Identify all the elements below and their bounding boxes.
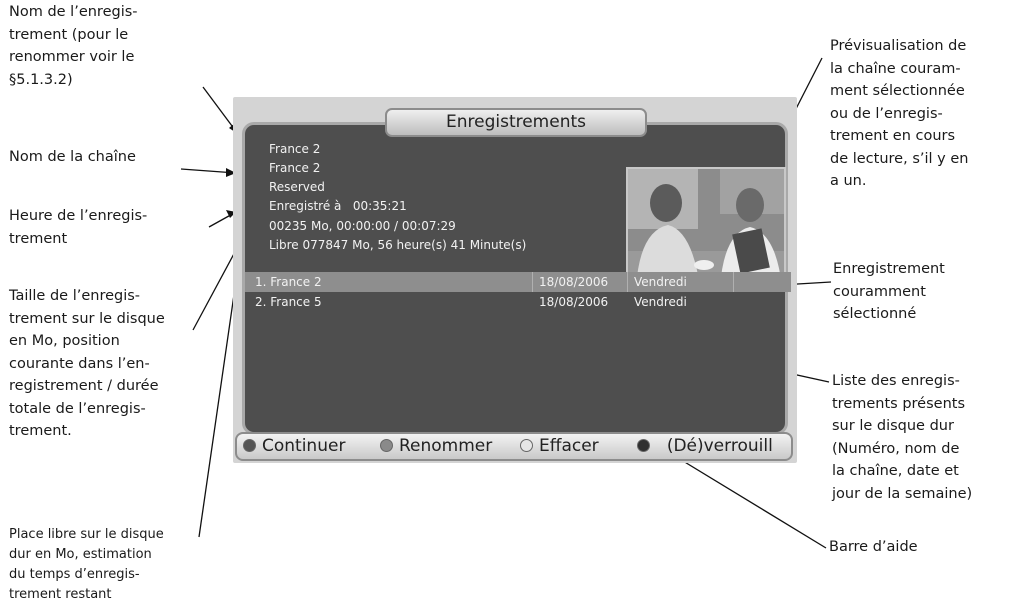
- help-lock-button[interactable]: (Dé)verrouill: [637, 434, 773, 459]
- annotation-list: Liste des enregis- trements présents sur…: [832, 373, 973, 502]
- info-free-space: Libre 077847 Mo, 56 heure(s) 41 Minute(s…: [269, 238, 527, 252]
- info-size-position: 00235 Mo, 00:00:00 / 00:07:29: [269, 219, 456, 233]
- tv-screen: France 2 France 2 Reserved Enregistré à …: [233, 97, 797, 463]
- annotation-preview: Prévisualisation de la chaîne couram- me…: [830, 38, 969, 189]
- leader-free-space: [198, 259, 240, 538]
- help-bar: Continuer Renommer Effacer (Dé)verrouill: [235, 432, 793, 461]
- recording-day: Vendredi: [634, 275, 687, 289]
- channel-preview-image: [626, 167, 786, 289]
- info-recorded-time: Enregistré à 00:35:21: [269, 198, 407, 214]
- recording-name: 2. France 5: [255, 295, 322, 309]
- color-key-icon: [637, 439, 650, 452]
- column-separator: [532, 272, 533, 292]
- color-key-icon: [243, 439, 256, 452]
- column-separator: [733, 272, 734, 292]
- annotation-record-time: Heure de l’enregis- trement: [9, 208, 148, 247]
- window-title: Enregistrements: [385, 108, 647, 137]
- recorded-label: Enregistré à: [269, 199, 342, 213]
- recording-row-2[interactable]: 2. France 5 18/08/2006 Vendredi: [245, 292, 791, 312]
- info-status: Reserved: [269, 180, 325, 194]
- info-channel: France 2: [269, 161, 321, 175]
- recording-name: 1. France 2: [255, 275, 322, 289]
- help-label: (Dé)verrouill: [666, 436, 773, 456]
- annotation-current-recording: Enregistrement couramment sélectionné: [833, 261, 945, 322]
- help-rename-button[interactable]: Renommer: [380, 434, 492, 459]
- recorded-time: 00:35:21: [352, 199, 407, 213]
- color-key-icon: [380, 439, 393, 452]
- leader-help-bar: [659, 446, 827, 549]
- annotation-channel-name: Nom de la chaîne: [9, 149, 136, 165]
- annotation-help-bar: Barre d’aide: [829, 539, 918, 555]
- recording-day: Vendredi: [634, 295, 687, 309]
- recording-date: 18/08/2006: [539, 295, 609, 309]
- annotation-free-space: Place libre sur le disque dur en Mo, est…: [9, 527, 164, 602]
- color-key-icon: [520, 439, 533, 452]
- recording-date: 18/08/2006: [539, 275, 609, 289]
- help-continue-button[interactable]: Continuer: [243, 434, 345, 459]
- recordings-window: France 2 France 2 Reserved Enregistré à …: [242, 122, 791, 435]
- help-delete-button[interactable]: Effacer: [520, 434, 599, 459]
- annotation-recording-name: Nom de l’enregis- trement (pour le renom…: [9, 4, 138, 88]
- help-label: Continuer: [262, 436, 346, 456]
- recording-row-1[interactable]: 1. France 2 18/08/2006 Vendredi: [245, 272, 791, 292]
- help-label: Effacer: [539, 436, 599, 456]
- arrowhead: [226, 168, 236, 177]
- info-recording-name: France 2: [269, 142, 321, 156]
- annotation-record-size: Taille de l’enregis- trement sur le disq…: [9, 288, 165, 439]
- column-separator: [627, 272, 628, 292]
- help-label: Renommer: [399, 436, 493, 456]
